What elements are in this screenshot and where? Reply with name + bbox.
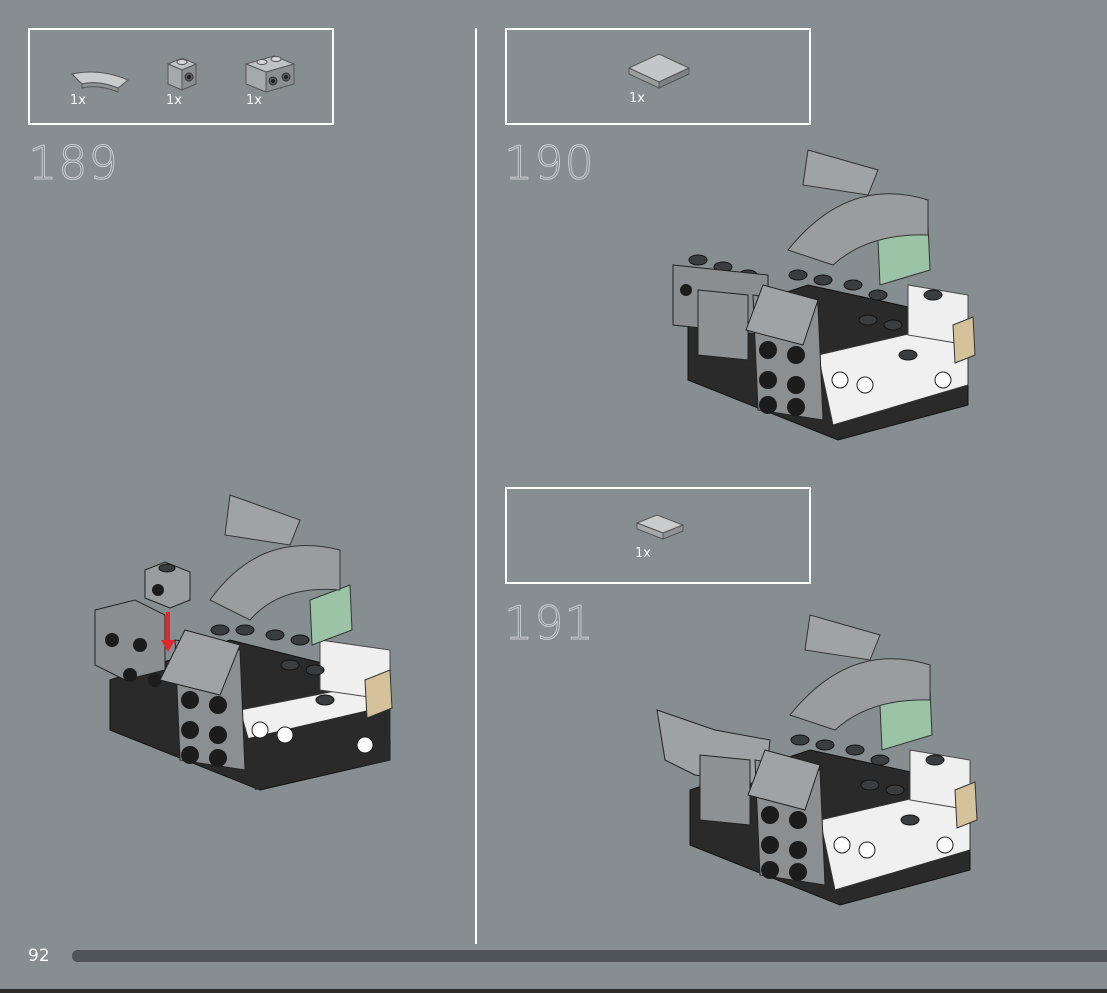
step-number: 191 [504, 596, 595, 650]
part-qty: 1x [629, 91, 645, 106]
brick-1x1-stud-side-icon [166, 56, 198, 92]
step-number: 190 [504, 136, 595, 190]
step-number: 189 [28, 136, 119, 190]
progress-bar [72, 950, 1107, 962]
curved-tile-icon [70, 66, 130, 96]
parts-callout-191: 1x [505, 487, 811, 584]
part-qty: 1x [246, 93, 262, 108]
model-illustration-191 [655, 610, 975, 910]
part-qty: 1x [166, 93, 182, 108]
tile-2x2-icon [627, 50, 691, 90]
column-divider [475, 28, 477, 944]
brick-1x2-studs-side-icon [244, 54, 296, 94]
part-qty: 1x [635, 546, 651, 561]
model-illustration-189 [90, 490, 400, 790]
bottom-edge [0, 989, 1107, 993]
parts-callout-190: 1x [505, 28, 811, 125]
model-illustration-190 [668, 145, 978, 445]
slope-tile-icon [635, 513, 687, 543]
progress-fill [72, 950, 1107, 962]
part-qty: 1x [70, 93, 86, 108]
parts-callout-189: 1x 1x 1x [28, 28, 334, 125]
page-number: 92 [28, 946, 50, 966]
